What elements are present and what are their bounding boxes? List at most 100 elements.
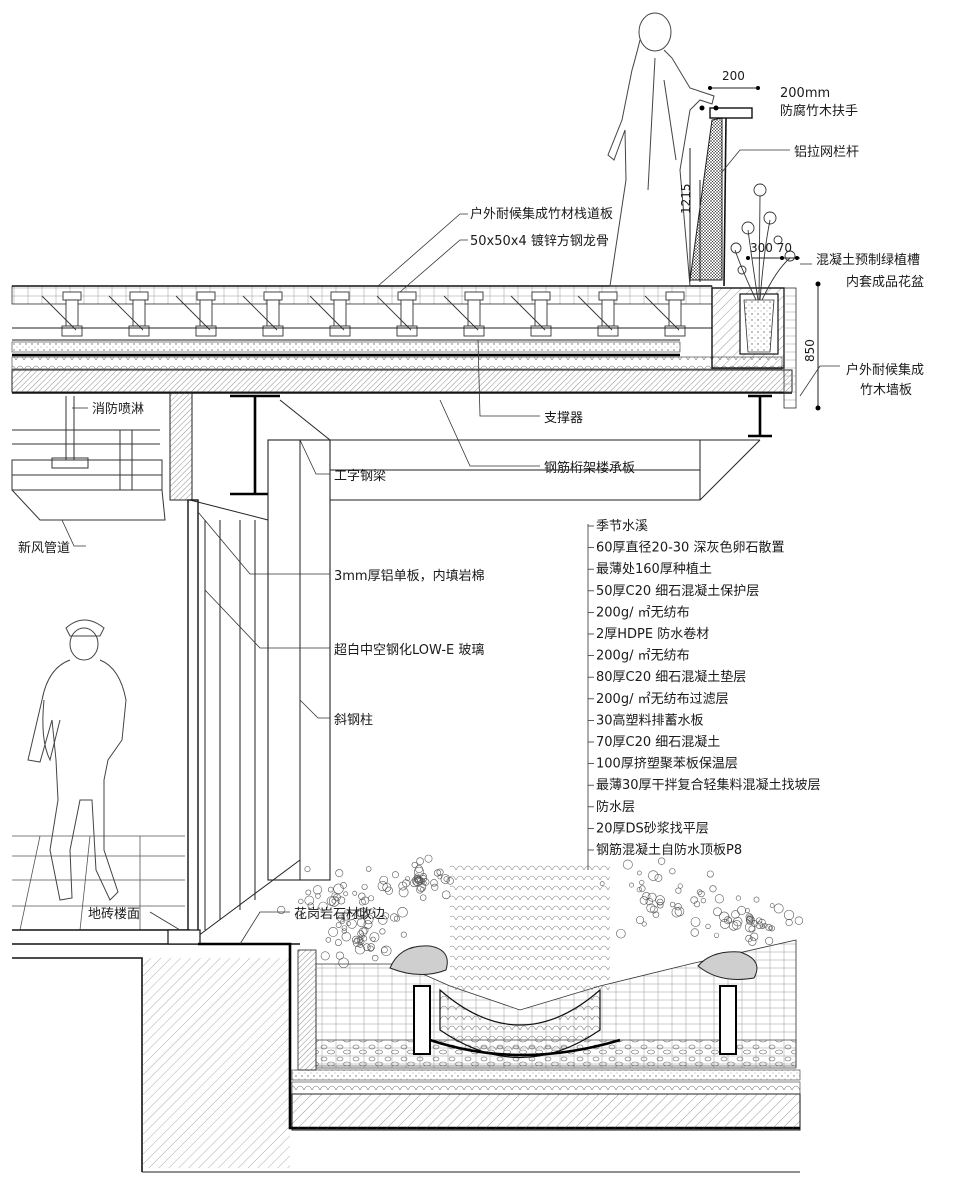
shrub-leaf xyxy=(709,885,717,893)
shrub-leaf xyxy=(384,886,393,895)
al-panel-label: 3mm厚铝单板，内填岩棉 xyxy=(334,568,485,584)
pedestal xyxy=(108,291,150,337)
truss-deck-slab xyxy=(11,369,793,393)
shrub-leaf xyxy=(361,883,368,890)
shrub-leaf xyxy=(656,898,664,906)
shrub-leaf xyxy=(414,873,420,880)
shrub-leaf xyxy=(768,925,775,932)
pedestals xyxy=(41,291,686,337)
shrub-leaf xyxy=(419,875,427,883)
shrub-leaf xyxy=(430,879,438,887)
shrub-leaf xyxy=(419,894,427,901)
handrail-label-1: 200mm xyxy=(780,86,830,101)
shrub-leaf xyxy=(325,937,332,943)
shrub-leaf xyxy=(351,935,361,944)
shrub-leaf xyxy=(446,877,454,885)
annotation-labels: 200 200mm 防腐竹木扶手 铝拉网栏杆 1215 户外耐候集成竹材栈道板 … xyxy=(18,69,924,922)
shrub-leaf xyxy=(745,908,750,913)
shrub-leaf xyxy=(656,901,664,909)
shrub-leaf xyxy=(410,878,419,888)
shrub-leaf xyxy=(393,915,400,922)
shrub-leaf xyxy=(690,917,701,927)
planter-label-2: 内套成品花盆 xyxy=(846,274,924,290)
shrub-leaf xyxy=(646,903,656,913)
shrub-leaf xyxy=(318,901,328,911)
shrub-leaf xyxy=(312,885,323,895)
fresh-air-duct xyxy=(11,429,166,521)
shrub-leaf xyxy=(358,927,368,937)
layer-item: 季节水溪 xyxy=(596,519,648,534)
structure xyxy=(11,391,772,941)
tile-floor-label: 地砖楼面 xyxy=(88,907,140,922)
shrub-leaf xyxy=(431,883,439,891)
shrub-leaf xyxy=(382,912,390,920)
shrub-leaf xyxy=(433,869,442,877)
shrub-leaf xyxy=(359,933,365,939)
layer-item: 防水层 xyxy=(596,799,635,815)
shrub-leaf xyxy=(379,928,386,935)
shrub-leaf xyxy=(655,895,665,905)
shrub-leaf xyxy=(696,889,703,895)
shrubs xyxy=(277,854,804,969)
shrub-leaf xyxy=(745,934,753,943)
shrub-leaf xyxy=(416,878,422,884)
layer-item: 30高塑料排蓄水板 xyxy=(596,712,704,728)
shrub-leaf xyxy=(381,945,392,957)
shrub-leaf xyxy=(307,902,314,909)
column-label: 斜钢柱 xyxy=(334,713,373,728)
shrub-leaf xyxy=(785,918,793,927)
layer-item: 200g/ ㎡无纺布 xyxy=(596,649,690,664)
shrub-leaf xyxy=(648,870,659,881)
shrub-leaf xyxy=(277,905,286,915)
shrub-leaf xyxy=(599,881,605,886)
steel-column xyxy=(267,439,331,881)
shrub-leaf xyxy=(705,923,711,930)
shrub-leaf xyxy=(390,913,399,922)
fresh-air-label: 新风管道 xyxy=(18,540,70,556)
shrub-leaf xyxy=(755,921,764,929)
pedestal xyxy=(644,291,686,337)
shrub-leaf xyxy=(372,954,379,962)
shrub-leaf xyxy=(735,895,741,901)
shrub-leaf xyxy=(416,857,424,866)
shrub-leaf xyxy=(397,906,408,918)
person-walking xyxy=(27,619,127,901)
shrub-leaf xyxy=(346,921,351,926)
shrub-leaf xyxy=(765,936,774,945)
pedestal xyxy=(309,291,351,337)
shrub-leaf xyxy=(357,942,364,948)
shrub-leaf xyxy=(698,890,705,898)
shrub-leaf xyxy=(398,887,409,898)
wall-board-label-2: 竹木墙板 xyxy=(860,383,912,398)
layer-item: 钢筋混凝土自防水顶板P8 xyxy=(596,842,742,858)
shrub-leaf xyxy=(369,932,380,943)
pedestal xyxy=(242,291,284,337)
shrub-leaf xyxy=(334,939,342,946)
sprinkler-label: 消防喷淋 xyxy=(92,401,144,417)
shrub-leaf xyxy=(669,868,676,875)
shrub-leaf xyxy=(420,886,426,892)
shrub-leaf xyxy=(363,914,374,925)
shrub-leaf xyxy=(331,898,337,904)
shrub-leaf xyxy=(657,857,666,865)
shrub-leaf xyxy=(337,914,345,923)
shrub-leaf xyxy=(636,887,642,893)
pedestal xyxy=(577,291,619,337)
shrub-leaf xyxy=(748,917,754,923)
shrub-leaf xyxy=(315,893,321,899)
planter-dim: 300 70 xyxy=(750,241,792,255)
layer-item: 200g/ ㎡无纺布 xyxy=(596,605,690,620)
handrail-label-2: 防腐竹木扶手 xyxy=(780,103,858,119)
shrub-leaf xyxy=(443,876,450,882)
shrub-leaf xyxy=(773,903,784,914)
pedestal xyxy=(443,291,485,337)
layer-item: 最薄30厚干拌复合轻集料混凝土找坡层 xyxy=(596,777,821,793)
shrub-leaf xyxy=(769,903,775,908)
bamboo-handrail xyxy=(709,107,753,119)
shrub-leaf xyxy=(333,883,344,895)
shrub-leaf xyxy=(356,908,365,918)
shrub-leaf xyxy=(690,928,699,937)
shrub-leaf xyxy=(675,887,682,894)
handrail-dim: 200 xyxy=(722,69,745,83)
shrub-leaf xyxy=(737,906,747,916)
